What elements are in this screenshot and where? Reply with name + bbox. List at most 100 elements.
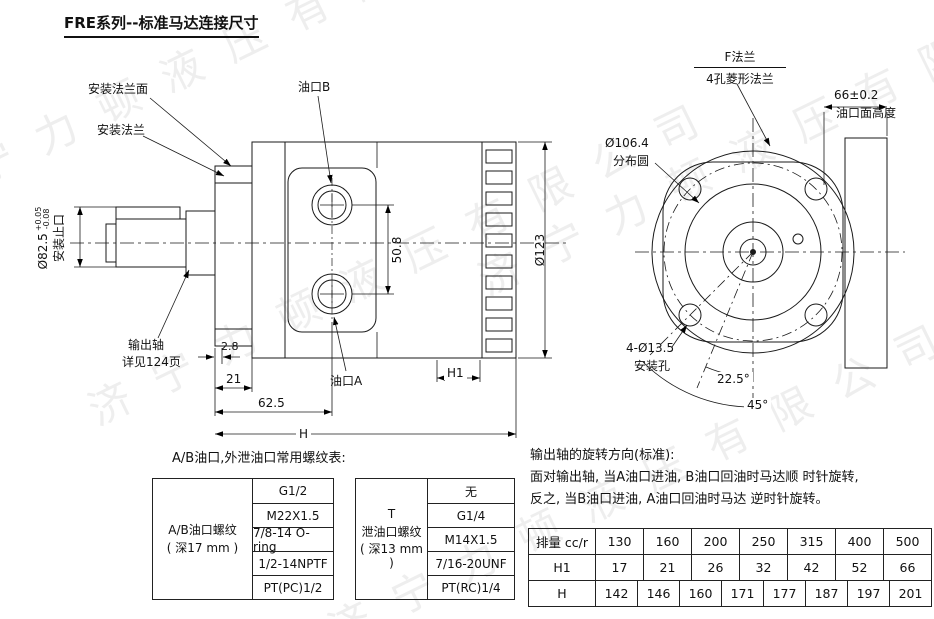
dim-flange-step (198, 348, 240, 364)
flange-type-label: F法兰 4孔菱形法兰 (694, 48, 786, 87)
dim-flange-step-label: 2.8 (221, 340, 239, 353)
spec-value: 146 (637, 581, 679, 606)
leader-lines-left (142, 95, 347, 372)
ab-label-line2: ( 深17 mm ) (166, 540, 239, 555)
mount-hole-text: 安装孔 (634, 359, 671, 373)
t-label-line1: T (387, 507, 396, 522)
spigot-label: 安装止口 (51, 214, 66, 263)
mounting-holes (678, 177, 828, 327)
t-table-label: T 泄油口螺纹 ( 深13 mm ) (356, 479, 428, 599)
spec-value: 52 (835, 555, 883, 580)
spec-row-h: H 142 146 160 171 177 187 197 201 (529, 580, 931, 606)
spec-value: 26 (691, 555, 739, 580)
bolt-circle-dia-label: Ø106.4 (605, 136, 649, 150)
thread-option: G1/4 (428, 503, 514, 527)
shaft-tol-lower: -0.08 (42, 208, 52, 230)
dim-port-a-label: 62.5 (258, 396, 285, 410)
rotation-note-line2: 面对输出轴, 当A油口进油, B油口回油时马达顺 时针旋转, (530, 470, 859, 485)
t-label-line3: ( 深13 mm ) (360, 542, 423, 571)
mount-hole-dim-label: 4-Ø13.5 (626, 341, 675, 355)
spec-value: 400 (835, 529, 883, 554)
mount-face-label: 安装法兰面 (88, 82, 149, 96)
dim-shaft-diameter (74, 206, 116, 268)
thread-table-title: A/B油口,外泄油口常用螺纹表: (172, 451, 346, 466)
flange-name: F法兰 (694, 48, 786, 68)
spec-value: 250 (739, 529, 787, 554)
spec-value: 160 (679, 581, 721, 606)
dim-port-height-label: 66±0.2 (834, 88, 879, 102)
spec-value: 160 (643, 529, 691, 554)
dim-overall-label: H (296, 427, 312, 442)
shaft-key (115, 206, 181, 220)
dim-flange-width-label: 21 (226, 372, 242, 386)
spec-value: 315 (787, 529, 835, 554)
shaft-diameter-label: Ø82.5+0.05-0.08 安装止口 (34, 163, 69, 313)
ab-port-thread-table: A/B油口螺纹 ( 深17 mm ) G1/2 M22X1.5 7/8-14 O… (152, 478, 334, 600)
rotation-note-line3: 反之, 当B油口进油, A油口回油时马达 逆时针旋转。 (530, 492, 829, 507)
spec-value: 171 (721, 581, 763, 606)
rear-cover (481, 141, 517, 359)
thread-option: 1/2-14NPTF (253, 551, 333, 575)
ab-table-label: A/B油口螺纹 ( 深17 mm ) (153, 479, 253, 599)
dim-body-diameter (518, 141, 552, 359)
t-drain-thread-table: T 泄油口螺纹 ( 深13 mm ) 无 G1/4 M14X1.5 7/16-2… (355, 478, 515, 600)
spec-value: 177 (763, 581, 805, 606)
bolt-circle-text: 分布圆 (613, 154, 650, 168)
thread-option: 7/8-14 O-ring (253, 526, 333, 554)
mount-flange-label: 安装法兰 (97, 123, 146, 137)
spec-table: 排量 cc/r 130 160 200 250 315 400 500 H1 1… (528, 528, 932, 607)
port-face-plate (844, 137, 888, 369)
spec-value: 142 (595, 581, 637, 606)
rhombus-flange (662, 161, 844, 343)
flange-type: 4孔菱形法兰 (706, 72, 774, 86)
dim-body-dia-label: Ø123 (533, 233, 547, 267)
spec-value: 66 (883, 555, 931, 580)
thread-option: M22X1.5 (253, 503, 333, 527)
dim-flange-width (215, 348, 253, 392)
dim-port-face-height (823, 104, 888, 185)
thread-option: 无 (464, 484, 477, 499)
output-shaft-label: 输出轴 (128, 338, 165, 352)
spec-value: 21 (643, 555, 691, 580)
port-height-text: 油口面高度 (836, 106, 897, 120)
output-shaft-ref: 详见124页 (122, 355, 181, 369)
dim-port-spacing-label: 50.8 (390, 236, 404, 264)
rotation-note-line1: 输出轴的旋转方向(标准): (530, 448, 675, 463)
angle-large-label: 45° (744, 398, 772, 413)
dim-port-spacing (352, 204, 394, 295)
thread-option: G1/2 (278, 484, 308, 498)
motor-body (251, 141, 483, 359)
spec-value: 187 (805, 581, 847, 606)
thread-option: 7/16-20UNF (428, 551, 514, 575)
mounting-flange (214, 165, 253, 347)
spec-value: 42 (787, 555, 835, 580)
t-label-line2: 泄油口螺纹 (361, 524, 422, 539)
leader-lines-right (654, 83, 771, 348)
spec-value: 500 (883, 529, 931, 554)
shaft-dia-value: Ø82.5 (35, 233, 50, 270)
side-view (70, 95, 566, 438)
port-b-label: 油口B (298, 80, 331, 94)
page-title: FRE系列--标准马达连接尺寸 (64, 12, 259, 38)
spec-value: 200 (691, 529, 739, 554)
pin-hole (792, 233, 804, 245)
dim-overall-length (215, 358, 517, 438)
spec-label: 排量 cc/r (535, 535, 589, 550)
dim-h1-label: H1 (444, 366, 467, 381)
spec-value: 32 (739, 555, 787, 580)
spec-label: H1 (553, 560, 571, 575)
spec-row-displacement: 排量 cc/r 130 160 200 250 315 400 500 (529, 529, 931, 554)
thread-option: PT(PC)1/2 (253, 575, 333, 599)
spec-value: 130 (595, 529, 643, 554)
thread-option: M14X1.5 (428, 527, 514, 551)
ab-label-line1: A/B油口螺纹 (168, 523, 237, 538)
angle-small-label: 22.5° (714, 372, 753, 387)
spec-value: 197 (847, 581, 889, 606)
bolt-circle (663, 162, 843, 342)
output-shaft (105, 206, 216, 276)
thread-option: PT(RC)1/4 (428, 575, 514, 599)
dim-port-a-position (214, 322, 333, 416)
port-a-label: 油口A (330, 374, 363, 388)
